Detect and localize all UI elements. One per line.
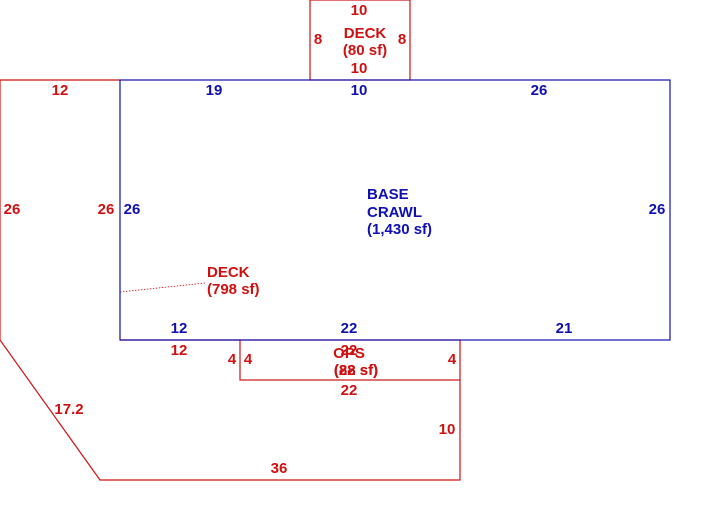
ops-overlap-area: (22 sf) <box>334 362 378 379</box>
base-dim-bottom-right: 21 <box>556 320 573 337</box>
base-dim-top-right: 26 <box>531 82 548 99</box>
ops-dim-bottom: 22 <box>341 382 358 399</box>
top-deck-dim-bottom: 10 <box>351 60 368 77</box>
big-deck-name: DECK <box>207 264 250 281</box>
base-dim-bottom-mid: 22 <box>341 320 358 337</box>
ops-dim-left-outer: 4 <box>228 351 237 368</box>
base-title-line2: CRAWL <box>367 204 422 221</box>
base-crawl-outline <box>119 79 671 341</box>
top-deck-dim-top: 10 <box>351 2 368 19</box>
top-deck-area: (80 sf) <box>343 42 387 59</box>
big-deck-outline <box>0 79 461 481</box>
ops-dim-right: 4 <box>448 351 457 368</box>
big-deck-dim-right: 10 <box>439 421 456 438</box>
big-deck-dim-inner-left: 26 <box>98 201 115 218</box>
base-dim-top-left: 19 <box>206 82 223 99</box>
big-deck-dim-outer-left: 26 <box>4 201 21 218</box>
top-deck-dim-right: 8 <box>398 31 406 48</box>
top-deck-name: DECK <box>344 25 387 42</box>
top-deck-dim-left: 8 <box>314 31 322 48</box>
deck-leader-line <box>119 282 206 293</box>
base-title-line1: BASE <box>367 186 409 203</box>
big-deck-dim-top: 12 <box>52 82 69 99</box>
ops-overlap-label: 22 <box>341 342 358 359</box>
base-dim-right: 26 <box>649 201 666 218</box>
ops-dim-left-inner: 4 <box>244 351 253 368</box>
base-dim-bottom-left: 12 <box>171 320 188 337</box>
ops-name: OPS <box>333 345 365 362</box>
base-dim-top-mid: 10 <box>351 82 368 99</box>
big-deck-dim-diagonal: 17.2 <box>54 401 83 418</box>
base-dim-left: 26 <box>124 201 141 218</box>
big-deck-area: (798 sf) <box>207 281 260 298</box>
ops-area: (88 sf) <box>334 362 378 379</box>
base-area: (1,430 sf) <box>367 221 432 238</box>
big-deck-dim-bottom-left: 12 <box>171 342 188 359</box>
big-deck-dim-bottom: 36 <box>271 460 288 477</box>
